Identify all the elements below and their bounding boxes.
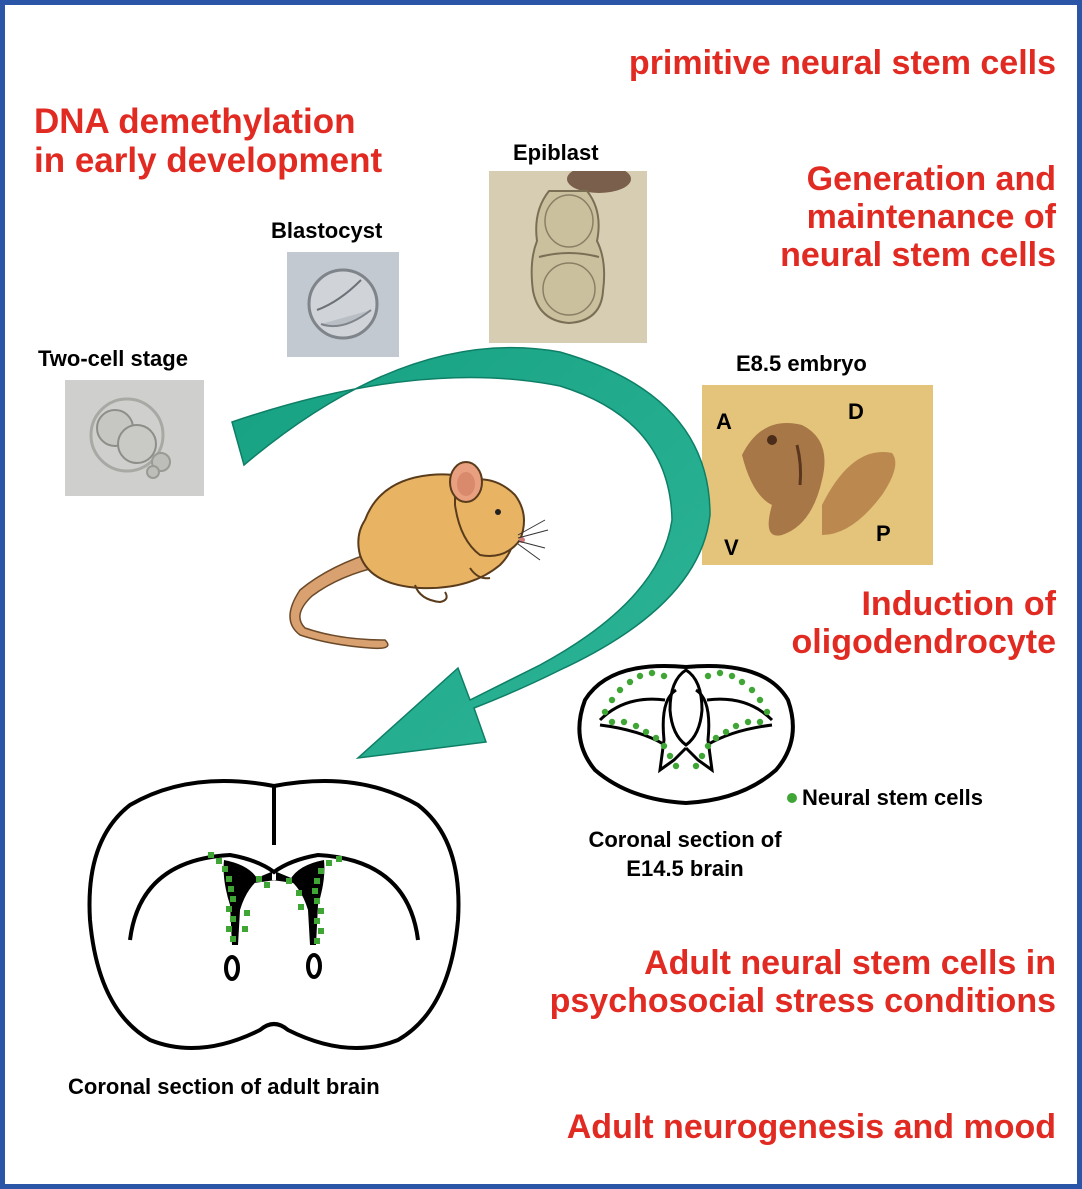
label-epiblast: Epiblast	[513, 140, 599, 165]
heading-oligodendrocyte: Induction of oligodendrocyte	[792, 585, 1056, 661]
heading-adult-line2: psychosocial stress conditions	[549, 982, 1056, 1021]
heading-dna-line2: in early development	[34, 141, 383, 181]
heading-oligo-line1: Induction of	[861, 585, 1056, 623]
heading-mood: Adult neurogenesis and mood	[566, 1108, 1056, 1146]
e145-caption-line1: Coronal section of	[588, 827, 782, 852]
e145-caption-line2: E14.5 brain	[626, 855, 744, 881]
axis-v: V	[724, 535, 739, 560]
e145-caption: Coronal section of E14.5 brain	[540, 826, 830, 883]
label-e85: E8.5 embryo	[736, 351, 867, 376]
heading-adult-line1: Adult neural stem cells in	[644, 944, 1056, 982]
blastocyst-photo	[287, 252, 399, 357]
heading-oligo-line2: oligodendrocyte	[791, 623, 1056, 662]
heading-adult-stress: Adult neural stem cells in psychosocial …	[550, 944, 1056, 1020]
heading-dna-line1: DNA demethylation	[34, 102, 356, 141]
heading-generation: Generation and maintenance of neural ste…	[780, 160, 1056, 274]
heading-gen-line1: Generation and	[806, 160, 1056, 198]
axis-p: P	[876, 521, 891, 546]
two-cell-photo	[65, 380, 204, 496]
label-two-cell: Two-cell stage	[38, 346, 188, 371]
epiblast-photo	[489, 171, 647, 343]
axis-d: D	[848, 399, 864, 424]
axis-a: A	[716, 409, 732, 434]
e85-embryo-photo: A D V P	[702, 385, 933, 565]
heading-dna-demethylation: DNA demethylation in early development	[34, 102, 382, 180]
heading-primitive: primitive neural stem cells	[628, 44, 1056, 82]
heading-gen-line3: neural stem cells	[780, 236, 1056, 275]
legend-neural-stem-cells: Neural stem cells	[802, 785, 983, 810]
label-blastocyst: Blastocyst	[271, 218, 383, 243]
adult-brain-caption: Coronal section of adult brain	[68, 1074, 380, 1099]
heading-gen-line2: maintenance of	[806, 198, 1056, 237]
